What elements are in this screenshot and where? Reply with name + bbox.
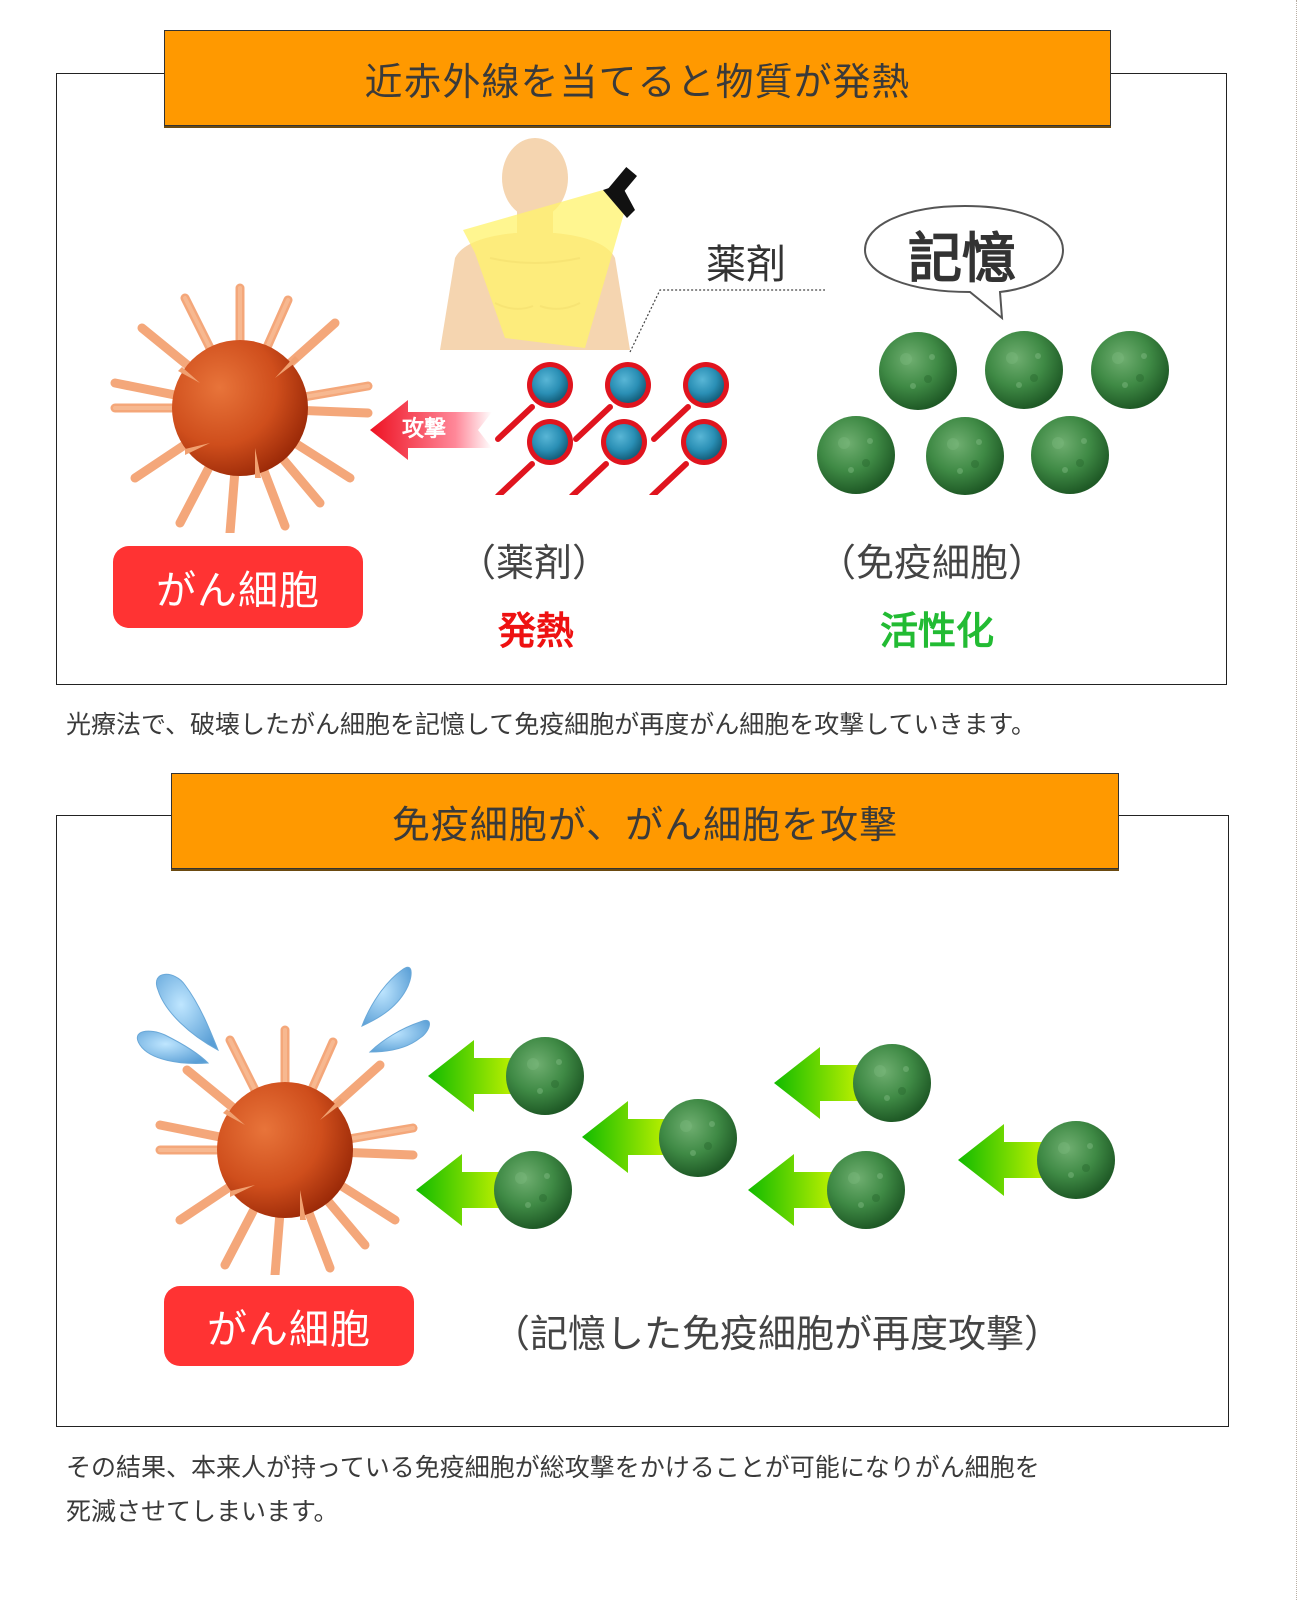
callout-leader-line [629,289,825,353]
immune-cell-icon [506,1037,584,1115]
drug-effect-heat: 発熱 [498,609,575,653]
caption-photothermal: 光療法で、破壊したがん細胞を記憶して免疫細胞が再度がん細胞を攻撃していきます。 [66,710,1037,739]
drug-callout-label: 薬剤 [706,242,786,288]
page-edge-divider [1296,0,1297,1600]
panel1-header-text: 近赤外線を当てると物質が発熱 [364,59,911,104]
immune-cell-icon [985,331,1063,409]
memory-bubble-text: 記憶 [908,227,1016,290]
caption-result-line1: その結果、本来人が持っている免疫細胞が総攻撃をかけることが可能になりがん細胞を [66,1453,1040,1482]
immune-cell-icon [1091,331,1169,409]
human-torso-icon [440,138,638,350]
immune-cell-icon [853,1044,931,1122]
attack-arrow-icon [370,400,492,460]
immune-attack-group [416,1037,1115,1229]
immune-cell-icon [659,1099,737,1177]
panel1-header: 近赤外線を当てると物質が発熱 [164,30,1111,126]
sweat-drop-icon [137,967,430,1064]
caption-result-line2: 死滅させてしまいます。 [66,1497,339,1526]
immune-reattack-note: （記憶した免疫細胞が再度攻撃） [492,1312,1063,1356]
cancer-cell-icon [105,283,375,533]
drug-label: （薬剤） [458,541,611,585]
memory-speech-bubble [863,204,1065,321]
panel2-header-text: 免疫細胞が、がん細胞を攻撃 [391,802,899,847]
immune-cell-icon [494,1151,572,1229]
immune-cells-group [817,331,1169,495]
attack-arrow-label: 攻撃 [402,417,447,442]
drug-particles-group [490,355,740,495]
immune-cell-icon [879,332,957,410]
flashlight-icon [603,167,638,218]
cancer-cell-badge: がん細胞 [164,1286,414,1366]
cancer-cell-icon [150,1025,420,1275]
immune-cell-icon [827,1151,905,1229]
immune-effect-activate: 活性化 [880,609,995,653]
immune-cell-icon [1031,416,1109,494]
immune-cell-label: （免疫細胞） [818,541,1047,585]
immune-cell-icon [926,417,1004,495]
immune-cell-icon [1037,1121,1115,1199]
panel2-header: 免疫細胞が、がん細胞を攻撃 [171,773,1119,869]
immune-cell-icon [817,416,895,494]
cancer-cell-badge: がん細胞 [113,546,363,628]
caption-result: その結果、本来人が持っている免疫細胞が総攻撃をかけることが可能になりがん細胞を … [66,1446,1040,1534]
